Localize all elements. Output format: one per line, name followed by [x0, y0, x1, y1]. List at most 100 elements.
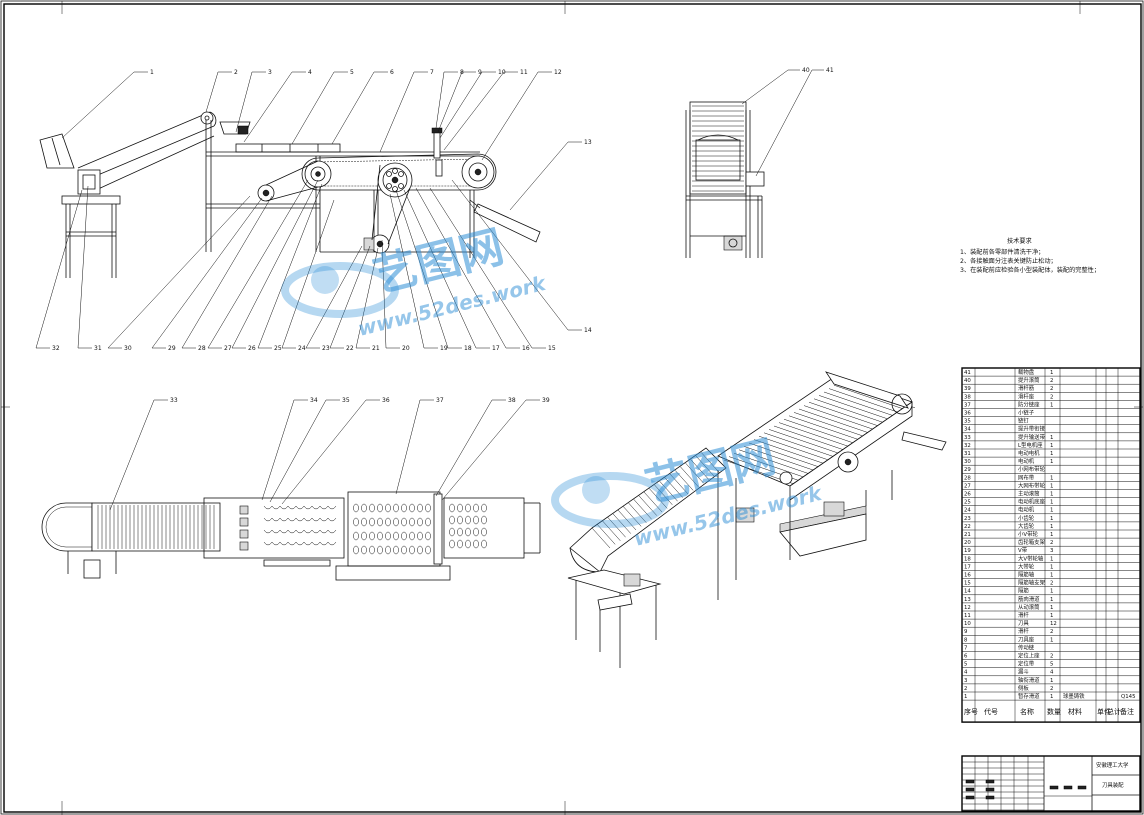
bom-name-19: V带 — [1018, 547, 1028, 554]
bom-no-35: 35 — [964, 419, 971, 425]
bom-no-23: 23 — [964, 516, 971, 522]
bom-name-2: 侧板 — [1018, 684, 1029, 692]
bom-no-16: 16 — [964, 573, 971, 579]
bom-name-24: 电动机 — [1018, 506, 1035, 514]
balloon-19: 19 — [440, 345, 448, 352]
bom-name-26: 主动滚筒 — [1018, 490, 1040, 498]
bom-header-total: 总计 — [1107, 707, 1121, 716]
bom-header-code: 代号 — [984, 707, 998, 716]
bom-qty-28: 1 — [1050, 475, 1053, 481]
bom-qty-16: 1 — [1050, 573, 1053, 579]
bom-qty-26: 1 — [1050, 492, 1053, 498]
bom-name-27: 大网布带轮 — [1018, 481, 1046, 489]
bom-qty-41: 1 — [1050, 370, 1053, 376]
bom-name-30: 电动机 — [1018, 457, 1035, 465]
bom-name-35: 链钉 — [1018, 417, 1029, 425]
bom-no-26: 26 — [964, 492, 971, 498]
bom-no-7: 7 — [964, 645, 967, 651]
bom-no-2: 2 — [964, 686, 967, 692]
balloon-18: 18 — [464, 345, 472, 352]
bom-qty-4: 4 — [1050, 670, 1054, 676]
bom-no-38: 38 — [964, 394, 971, 400]
bom-no-5: 5 — [964, 662, 967, 668]
bom-qty-2: 2 — [1050, 686, 1053, 692]
bom-qty-17: 1 — [1050, 564, 1053, 570]
balloon-39: 39 — [542, 397, 550, 404]
balloon-15: 15 — [548, 345, 556, 352]
tech-req-line-3: 3、在装配前应检验各小型装配体，装配的完整性； — [960, 266, 1100, 274]
bom-name-9: 滑杆 — [1018, 627, 1029, 635]
technical-requirements: 技术要求 1、装配前各零部件清洗干净； 2、各接触面分注表关键防止松动； 3、在… — [960, 237, 1100, 274]
balloon-12: 12 — [554, 69, 562, 76]
balloon-25: 25 — [274, 345, 282, 352]
bom-name-21: 小V带轮 — [1018, 530, 1038, 538]
balloon-31: 31 — [94, 345, 102, 352]
bom-qty-9: 2 — [1050, 629, 1053, 635]
balloon-26: 26 — [248, 345, 256, 352]
bom-no-32: 32 — [964, 443, 971, 449]
bom-no-30: 30 — [964, 459, 971, 465]
bom-qty-15: 2 — [1050, 581, 1053, 587]
bom-no-1: 1 — [964, 694, 967, 700]
balloon-22: 22 — [346, 345, 354, 352]
bom-qty-37: 1 — [1050, 402, 1053, 408]
bom-qty-5: 5 — [1050, 662, 1053, 668]
bom-no-28: 28 — [964, 475, 971, 481]
bom-no-11: 11 — [964, 613, 971, 619]
top-view — [41, 491, 541, 581]
large-gear — [377, 162, 413, 198]
bom-name-5: 定位带 — [1018, 660, 1035, 668]
bom-qty-10: 12 — [1050, 621, 1057, 627]
bom-name-7: 传动链 — [1018, 643, 1035, 651]
bom-no-14: 14 — [964, 589, 971, 595]
bom-qty-27: 1 — [1050, 483, 1053, 489]
balloon-7: 7 — [430, 69, 434, 76]
bom-no-29: 29 — [964, 467, 971, 473]
bom-no-17: 17 — [964, 564, 971, 570]
bom-no-8: 8 — [964, 637, 968, 643]
bom-no-10: 10 — [964, 621, 971, 627]
balloon-41: 41 — [826, 67, 834, 74]
bom-name-32: L型电机座 — [1018, 441, 1043, 449]
bom-header-no: 序号 — [964, 707, 978, 716]
tech-req-line-2: 2、各接触面分注表关键防止松动； — [960, 257, 1057, 265]
bom-qty-24: 1 — [1050, 508, 1053, 514]
balloon-3: 3 — [268, 69, 272, 76]
bom-name-10: 刀具 — [1018, 620, 1029, 627]
bom-qty-1: 1 — [1050, 694, 1053, 700]
bom-qty-38: 2 — [1050, 394, 1053, 400]
tech-req-line-1: 1、装配前各零部件清洗干净； — [960, 248, 1044, 256]
bom-qty-11: 1 — [1050, 613, 1053, 619]
balloon-40: 40 — [802, 67, 810, 74]
bom-name-3: 轴衔滑道 — [1018, 676, 1040, 684]
bom-qty-23: 1 — [1050, 516, 1053, 522]
balloon-11: 11 — [520, 69, 528, 76]
bom-name-13: 筋肉滑道 — [1018, 595, 1040, 603]
bom-no-9: 9 — [964, 629, 968, 635]
bom-qty-30: 1 — [1050, 459, 1053, 465]
balloon-34: 34 — [310, 397, 318, 404]
bom-name-40: 提升滚筒 — [1018, 376, 1040, 384]
bom-no-36: 36 — [964, 411, 971, 417]
bom-note-1: Q145 — [1121, 694, 1136, 700]
balloon-27: 27 — [224, 345, 232, 352]
school-name: 安徽理工大学 — [1096, 761, 1129, 769]
bom-no-6: 6 — [964, 654, 968, 660]
bom-header-unit: 单件 — [1097, 707, 1111, 716]
bom-qty-22: 1 — [1050, 524, 1053, 530]
bom-name-39: 滑杆筋 — [1018, 384, 1035, 392]
bom-no-19: 19 — [964, 548, 971, 554]
bom-no-34: 34 — [964, 427, 971, 433]
bom-material-1: 球墨铸铁 — [1063, 692, 1085, 700]
balloon-4: 4 — [308, 69, 312, 76]
bom-qty-12: 1 — [1050, 605, 1053, 611]
balloon-20: 20 — [402, 345, 410, 352]
bom-no-25: 25 — [964, 500, 971, 506]
bom-qty-3: 1 — [1050, 678, 1053, 684]
bom-qty-31: 1 — [1050, 451, 1053, 457]
bom-header-material: 材料 — [1068, 707, 1082, 716]
bom-name-28: 网布带 — [1018, 473, 1035, 481]
